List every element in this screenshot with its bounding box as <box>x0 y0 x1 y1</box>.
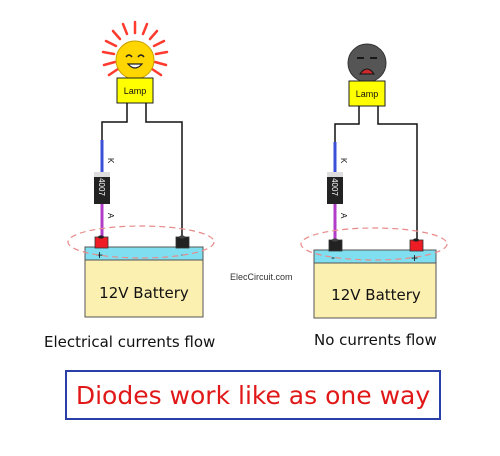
lamp-label: Lamp <box>356 89 379 99</box>
site-watermark: ElecCircuit.com <box>230 272 293 282</box>
diode-part-number: 4007 <box>330 178 339 196</box>
battery-label: 12V Battery <box>331 286 421 304</box>
diode-cathode-label: K <box>106 158 115 164</box>
terminal-highlight-ring <box>300 227 448 261</box>
right-caption: No currents flow <box>314 331 437 349</box>
terminal-highlight-ring <box>67 225 215 259</box>
title-banner: Diodes work like as one way <box>65 370 441 420</box>
battery-plus-mark: + <box>96 248 103 262</box>
diode-anode-label: A <box>106 213 115 219</box>
positive-terminal <box>409 239 424 252</box>
lamp-label: Lamp <box>124 86 147 96</box>
battery-plus-mark: + <box>411 251 418 265</box>
diode-1n4007 <box>327 142 343 240</box>
diode-part-number: 4007 <box>97 178 106 196</box>
battery-label: 12V Battery <box>99 284 189 302</box>
battery-minus-mark: - <box>181 247 185 261</box>
lamp-light-rays <box>101 20 169 77</box>
battery <box>313 238 437 319</box>
lamp-base <box>116 77 154 104</box>
diode-1n4007 <box>94 140 110 238</box>
left-wires <box>101 103 183 238</box>
diode-anode-label: A <box>339 213 348 219</box>
battery-minus-mark: - <box>331 250 335 264</box>
lamp-bulb-off-icon <box>347 43 387 83</box>
diode-cathode-label: K <box>339 158 348 164</box>
right-circuit: Lamp 4007 K A - + 12V Battery <box>300 43 448 319</box>
banner-text: Diodes work like as one way <box>75 380 431 410</box>
positive-terminal <box>94 236 109 249</box>
lamp-bulb-lit-icon <box>115 40 155 80</box>
lamp-base <box>348 80 386 107</box>
right-wires <box>334 106 418 240</box>
left-circuit: Lamp 4007 K A + - 12V Battery <box>67 20 215 318</box>
left-caption: Electrical currents flow <box>44 333 216 351</box>
